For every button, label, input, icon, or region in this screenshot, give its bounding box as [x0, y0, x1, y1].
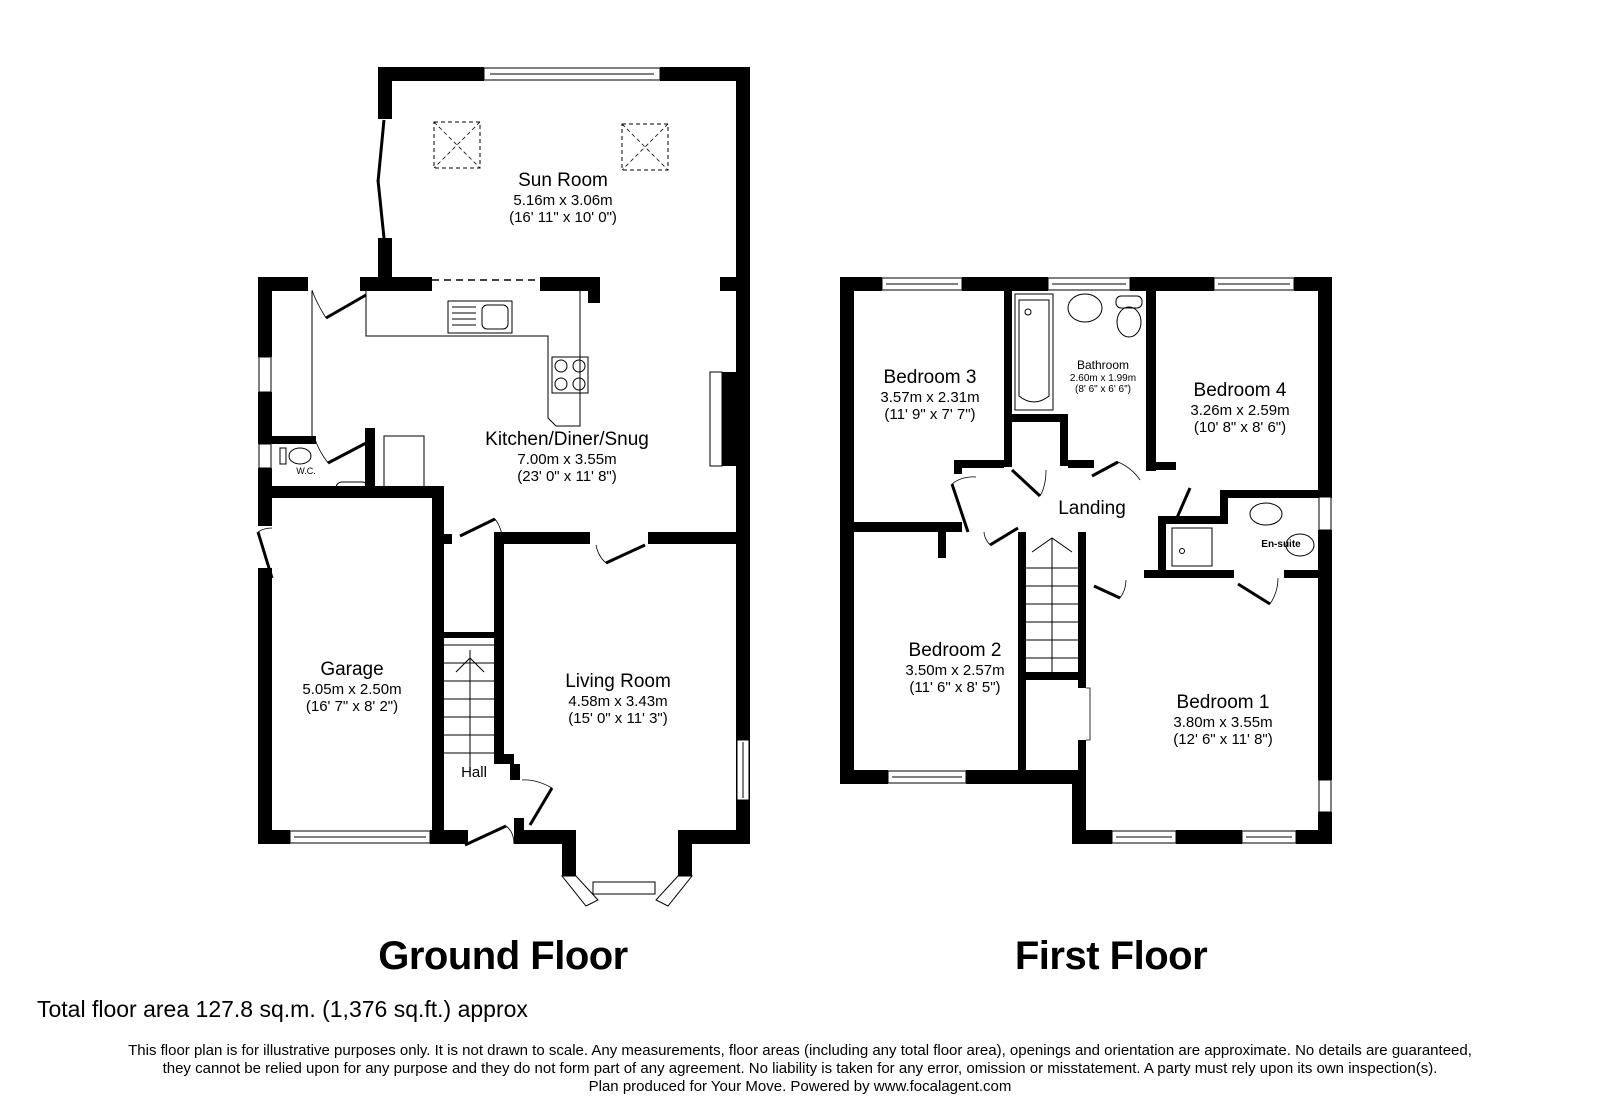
- room-imperial: (15' 0" x 11' 3"): [568, 710, 668, 728]
- room-imperial: (16' 7" x 8' 2"): [305, 698, 399, 716]
- room-name: Bedroom 3: [883, 367, 977, 388]
- room-label-bedroom-4: Bedroom 4 3.26m x 2.59m (10' 8" x 8' 6"): [1190, 380, 1289, 436]
- disclaimer: This floor plan is for illustrative purp…: [0, 1042, 1600, 1096]
- first-floor-stairs: [1026, 537, 1078, 672]
- room-label-sun-room: Sun Room 5.16m x 3.06m (16' 11" x 10' 0"…: [509, 170, 617, 226]
- ground-floor-stairs: [444, 644, 494, 770]
- room-name: Kitchen/Diner/Snug: [485, 429, 649, 450]
- room-label-wc: W.C.: [296, 466, 316, 476]
- room-label-bedroom-2: Bedroom 2 3.50m x 2.57m (11' 6" x 8' 5"): [905, 640, 1004, 696]
- disclaimer-line-2: they cannot be relied upon for any purpo…: [162, 1060, 1438, 1077]
- room-metric: 3.50m x 2.57m: [905, 661, 1005, 679]
- room-label-landing: Landing: [1058, 498, 1126, 520]
- room-label-hall: Hall: [461, 764, 487, 781]
- room-imperial: (8' 6" x 6' 6"): [1075, 384, 1131, 396]
- room-metric: 2.60m x 1.99m: [1069, 372, 1137, 384]
- room-name: Bedroom 4: [1193, 380, 1287, 401]
- room-imperial: (23' 0" x 11' 8"): [517, 468, 617, 486]
- room-metric: 3.80m x 3.55m: [1173, 713, 1273, 731]
- room-imperial: (11' 9" x 7' 7"): [884, 406, 976, 424]
- room-metric: 5.05m x 2.50m: [302, 680, 402, 698]
- disclaimer-line-1: This floor plan is for illustrative purp…: [128, 1042, 1472, 1059]
- room-name: Hall: [461, 764, 487, 781]
- room-name: Sun Room: [518, 170, 608, 191]
- room-label-garage: Garage 5.05m x 2.50m (16' 7" x 8' 2"): [302, 659, 401, 715]
- room-imperial: (10' 8" x 8' 6"): [1193, 419, 1287, 437]
- kitchen-units: [279, 291, 589, 495]
- room-label-bedroom-1: Bedroom 1 3.80m x 3.55m (12' 6" x 11' 8"…: [1173, 692, 1272, 748]
- room-name: Landing: [1058, 498, 1126, 519]
- room-name: Bedroom 1: [1176, 692, 1270, 713]
- room-metric: 5.16m x 3.06m: [513, 191, 613, 209]
- room-label-bedroom-3: Bedroom 3 3.57m x 2.31m (11' 9" x 7' 7"): [880, 367, 979, 423]
- room-name: Living Room: [565, 671, 671, 692]
- ground-floor-walls: [258, 67, 750, 876]
- room-label-living-room: Living Room 4.58m x 3.43m (15' 0" x 11' …: [565, 671, 671, 727]
- room-name: Bathroom: [1076, 358, 1130, 372]
- ground-floor-windows: [258, 67, 750, 907]
- room-imperial: (16' 11" x 10' 0"): [509, 209, 617, 227]
- room-imperial: (12' 6" x 11' 8"): [1173, 731, 1273, 749]
- room-label-en-suite: En-suite: [1261, 539, 1301, 550]
- room-metric: 3.57m x 2.31m: [880, 388, 980, 406]
- disclaimer-line-3: Plan produced for Your Move. Powered by …: [588, 1078, 1012, 1095]
- room-metric: 7.00m x 3.55m: [517, 450, 617, 468]
- room-imperial: (11' 6" x 8' 5"): [909, 679, 1001, 697]
- room-label-kitchen: Kitchen/Diner/Snug 7.00m x 3.55m (23' 0"…: [485, 429, 649, 485]
- first-floor-windows: [881, 277, 1332, 844]
- ground-floor-title: Ground Floor: [378, 934, 628, 978]
- room-label-bathroom: Bathroom 2.60m x 1.99m (8' 6" x 6' 6"): [1069, 358, 1137, 396]
- bathroom-fixtures: [1014, 293, 1315, 567]
- room-metric: 3.26m x 2.59m: [1190, 401, 1290, 419]
- ground-floor-doors: [256, 119, 646, 847]
- total-floor-area: Total floor area 127.8 sq.m. (1,376 sq.f…: [37, 996, 528, 1022]
- first-floor-doors: [950, 460, 1271, 606]
- room-name: Bedroom 2: [908, 640, 1002, 661]
- first-floor-walls: [840, 277, 1332, 844]
- room-metric: 4.58m x 3.43m: [568, 692, 668, 710]
- first-floor-title: First Floor: [1014, 934, 1208, 978]
- room-name: Garage: [320, 659, 384, 680]
